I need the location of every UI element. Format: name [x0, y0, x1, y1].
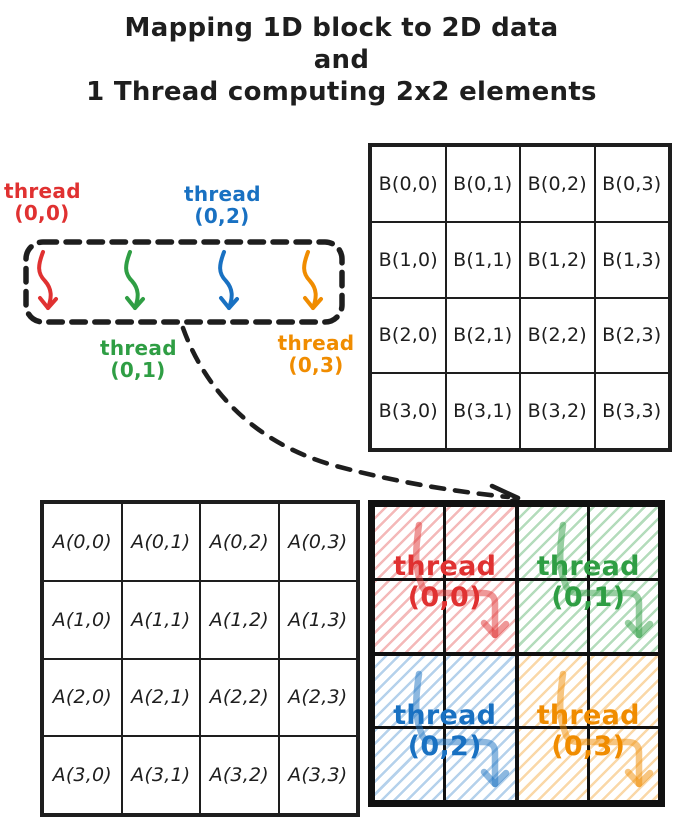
- matrix-b-cell: B(1,2): [520, 221, 595, 298]
- title-line-3: 1 Thread computing 2x2 elements: [86, 77, 597, 107]
- tile-thread-0-3-label: thread (0,3): [536, 699, 640, 762]
- cell-divider: [375, 726, 515, 730]
- matrix-a-cell: A(0,1): [121, 503, 200, 581]
- output-tile-grid: thread (0,0) thread (0,1): [368, 500, 665, 807]
- matrix-a-cell: A(0,2): [200, 503, 279, 581]
- matrix-a-cell: A(2,0): [43, 658, 122, 737]
- tile-thread-0-1-arrow-icon: [556, 521, 653, 639]
- title-line-2: and: [313, 45, 370, 75]
- thread-0-0-label: thread (0,0): [4, 179, 81, 225]
- matrix-b-cell: B(3,1): [445, 373, 520, 449]
- matrix-b-cell: B(3,3): [594, 373, 669, 449]
- thread-0-1-label: thread (0,1): [100, 336, 177, 382]
- cell-divider: [518, 577, 658, 581]
- matrix-b-cell: B(3,2): [520, 373, 595, 449]
- matrix-b-cell: B(0,3): [594, 146, 669, 222]
- matrix-b-cell: B(2,3): [594, 297, 669, 374]
- tile-thread-0-1: thread (0,1): [516, 505, 660, 654]
- thread-0-3-arrow-icon: [302, 250, 323, 310]
- tile-thread-0-3: thread (0,3): [516, 653, 660, 802]
- matrix-b-cell: B(1,0): [371, 221, 446, 298]
- matrix-a-cell: A(2,1): [121, 658, 200, 737]
- tile-thread-0-0-label: thread (0,0): [393, 551, 497, 613]
- matrix-a-cell: A(3,2): [200, 736, 279, 814]
- thread-block-1d-outline: [23, 239, 345, 325]
- tile-thread-0-1-label: thread (0,1): [536, 551, 640, 613]
- matrix-b-cell: B(0,0): [371, 146, 446, 222]
- diagram-title: Mapping 1D block to 2D data and 1 Thread…: [0, 12, 683, 108]
- matrix-a-cell: A(1,0): [43, 580, 122, 659]
- title-line-1: Mapping 1D block to 2D data: [124, 13, 559, 43]
- matrix-b-cell: B(2,2): [520, 297, 595, 374]
- matrix-b-cell: B(1,3): [594, 221, 669, 298]
- thread-0-3-label: thread (0,3): [277, 331, 355, 377]
- matrix-b-cell: B(0,2): [520, 146, 595, 222]
- cell-divider: [518, 726, 658, 730]
- thread-0-0-arrow-icon: [37, 250, 58, 310]
- matrix-b-cell: B(2,0): [371, 297, 446, 374]
- matrix-a-cell: A(0,0): [43, 503, 122, 581]
- matrix-a-cell: A(2,2): [200, 658, 279, 737]
- thread-0-2-label: thread (0,2): [184, 182, 261, 228]
- matrix-b-cell: B(3,0): [371, 373, 446, 449]
- thread-0-1-arrow-icon: [124, 250, 145, 310]
- matrix-a-cell: A(1,2): [200, 580, 279, 659]
- tile-thread-0-0: thread (0,0): [373, 505, 517, 654]
- tile-thread-0-3-arrow-icon: [556, 670, 653, 787]
- matrix-a-cell: A(1,3): [278, 580, 357, 659]
- matrix-b-cell: B(0,1): [445, 146, 520, 222]
- matrix-a-cell: A(3,3): [278, 736, 357, 814]
- matrix-a: A(0,0) A(0,1) A(0,2) A(0,3) A(1,0) A(1,1…: [40, 500, 360, 817]
- matrix-b-cell: B(1,1): [445, 221, 520, 298]
- matrix-b-cell: B(2,1): [445, 297, 520, 374]
- thread-0-2-arrow-icon: [218, 250, 239, 310]
- matrix-a-cell: A(0,3): [278, 503, 357, 581]
- tile-thread-0-2-label: thread (0,2): [393, 699, 497, 762]
- matrix-a-cell: A(3,0): [43, 736, 122, 814]
- tile-thread-0-0-arrow-icon: [413, 521, 510, 639]
- matrix-a-cell: A(3,1): [121, 736, 200, 814]
- tile-thread-0-2: thread (0,2): [373, 653, 517, 802]
- cell-divider: [375, 577, 515, 581]
- matrix-a-cell: A(1,1): [121, 580, 200, 659]
- matrix-a-cell: A(2,3): [278, 658, 357, 737]
- matrix-b: B(0,0) B(0,1) B(0,2) B(0,3) B(1,0) B(1,1…: [368, 143, 672, 452]
- tile-thread-0-2-arrow-icon: [413, 670, 510, 787]
